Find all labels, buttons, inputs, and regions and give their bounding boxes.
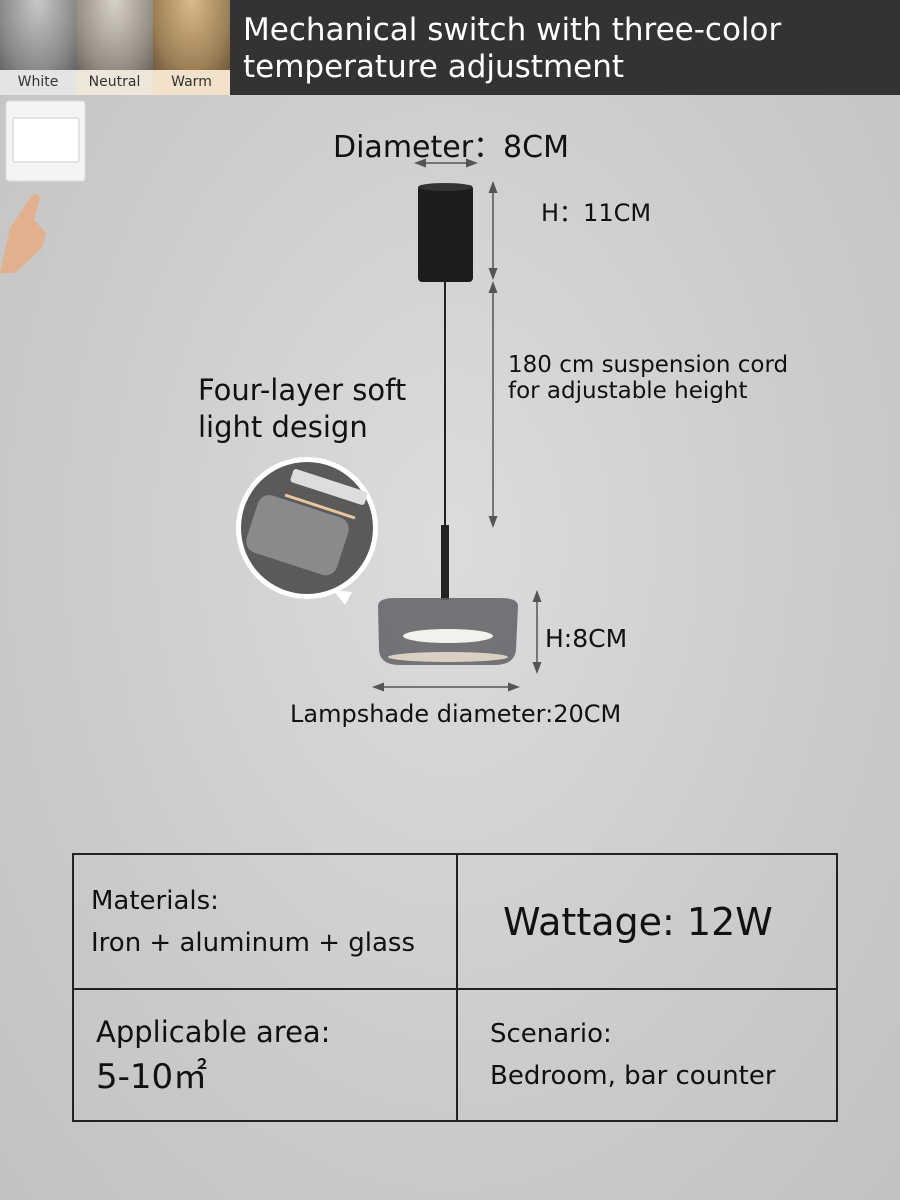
scenario-cell: Scenario: Bedroom, bar counter [456, 988, 838, 1122]
swatch-label: Neutral [76, 70, 153, 95]
spec-table: Materials: Iron + aluminum + glass Watta… [72, 853, 838, 1122]
title-line: Mechanical switch with three-color [243, 12, 782, 48]
shade-height-label: H:8CM [545, 624, 628, 653]
canopy-height-label: H：11CM [541, 199, 652, 227]
materials-value: Iron + aluminum + glass [91, 927, 416, 958]
canopy [418, 185, 473, 282]
lampshade [378, 598, 518, 665]
wattage-cell: Wattage: 12W [456, 853, 838, 990]
materials-cell: Materials: Iron + aluminum + glass [72, 853, 458, 990]
cord-line: 180 cm suspension cord [508, 352, 789, 378]
swatch-warm: Warm [153, 0, 230, 95]
lamp-diagram [236, 158, 542, 692]
area-value: 5-10㎡ [96, 1057, 208, 1097]
cord-label: 180 cm suspension cord for adjustable he… [508, 352, 788, 404]
feature-line: light design [198, 410, 368, 444]
shade-diameter-label: Lampshade diameter:20CM [290, 700, 622, 728]
cord-line: for adjustable height [508, 378, 748, 404]
swatch-label: White [0, 70, 76, 95]
page-title: Mechanical switch with three-color tempe… [230, 0, 900, 95]
scenario-label: Scenario: [490, 1019, 612, 1049]
layer-detail-icon [236, 457, 378, 605]
switch-hand-icon [0, 100, 86, 273]
swatch-neutral: Neutral [76, 0, 153, 95]
swatch-white: White [0, 0, 76, 95]
title-line: temperature adjustment [243, 49, 625, 85]
feature-line: Four-layer soft [198, 373, 407, 407]
swatch-label: Warm [153, 70, 230, 95]
area-label: Applicable area: [96, 1015, 331, 1049]
feature-label: Four-layer soft light design [198, 372, 406, 446]
scenario-value: Bedroom, bar counter [490, 1061, 776, 1091]
materials-label: Materials: [91, 885, 219, 916]
area-cell: Applicable area: 5-10㎡ [72, 988, 458, 1122]
